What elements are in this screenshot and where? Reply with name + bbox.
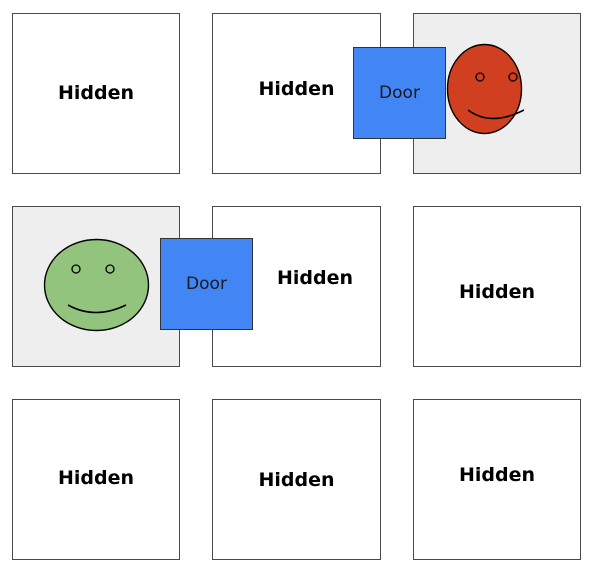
door-1[interactable]: Door — [353, 47, 446, 139]
room-2-label: Hidden — [258, 78, 335, 100]
smiley-face-green-icon[interactable] — [43, 238, 150, 332]
room-7-label: Hidden — [57, 467, 135, 489]
room-1-label: Hidden — [57, 82, 135, 104]
room-2[interactable]: Hidden — [212, 13, 381, 174]
room-8[interactable]: Hidden — [212, 399, 381, 560]
room-8-label: Hidden — [258, 469, 335, 491]
room-6-label: Hidden — [458, 281, 536, 303]
room-1[interactable]: Hidden — [12, 13, 180, 174]
room-9[interactable]: Hidden — [413, 399, 581, 560]
smiley-face-red-icon[interactable] — [446, 43, 524, 135]
door-2-label: Door — [186, 274, 227, 294]
room-7[interactable]: Hidden — [12, 399, 180, 560]
room-5-label: Hidden — [277, 267, 354, 289]
door-1-label: Door — [379, 83, 420, 103]
door-2[interactable]: Door — [160, 238, 253, 330]
room-9-label: Hidden — [458, 464, 536, 486]
room-6[interactable]: Hidden — [413, 206, 581, 367]
